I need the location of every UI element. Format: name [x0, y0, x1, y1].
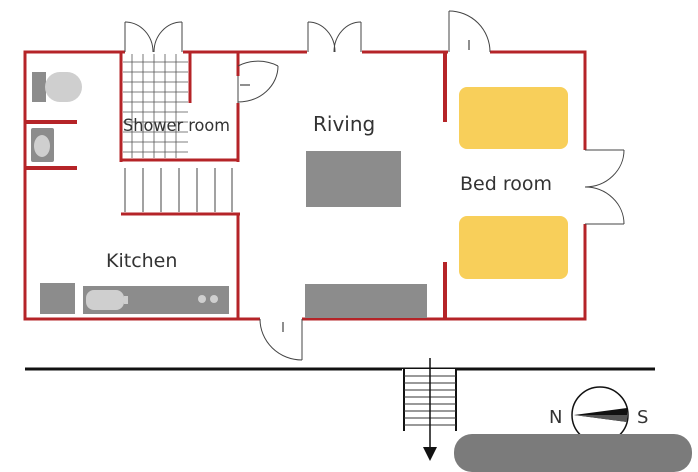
doors	[124, 10, 625, 361]
top-left-double-door	[124, 21, 183, 53]
shower-tiles	[123, 54, 188, 158]
compass-south-label: S	[637, 407, 648, 428]
fridge	[40, 283, 75, 314]
kitchen-fixtures	[40, 283, 229, 314]
bed-bottom	[459, 216, 568, 279]
arrow-down-icon	[423, 447, 437, 461]
washbasin	[31, 128, 54, 162]
living-room-label: Riving	[313, 112, 375, 136]
entrance-door	[259, 318, 303, 361]
living-table	[306, 151, 401, 207]
shower-room-label: Shower room	[123, 116, 230, 136]
sink-icon	[86, 290, 124, 310]
top-center-double-door	[307, 21, 362, 53]
stove-burner-icon	[198, 295, 206, 303]
bedroom-label: Bed room	[460, 173, 552, 195]
outer-walls	[23, 50, 587, 321]
toilet	[32, 72, 82, 102]
outside-stairs	[402, 358, 457, 461]
bedroom-top-door	[448, 10, 491, 53]
bedroom-side-double-door	[584, 149, 625, 225]
shower-door	[237, 60, 279, 103]
interior-stairs	[124, 168, 233, 212]
interior-walls	[25, 52, 447, 319]
living-sofa	[305, 284, 427, 318]
stove-burner-icon	[210, 295, 218, 303]
kitchen-label: Kitchen	[106, 250, 177, 272]
bed-top	[459, 87, 568, 149]
overlay-bar	[454, 434, 692, 472]
compass-icon	[571, 386, 629, 444]
compass-north-label: N	[549, 407, 562, 428]
